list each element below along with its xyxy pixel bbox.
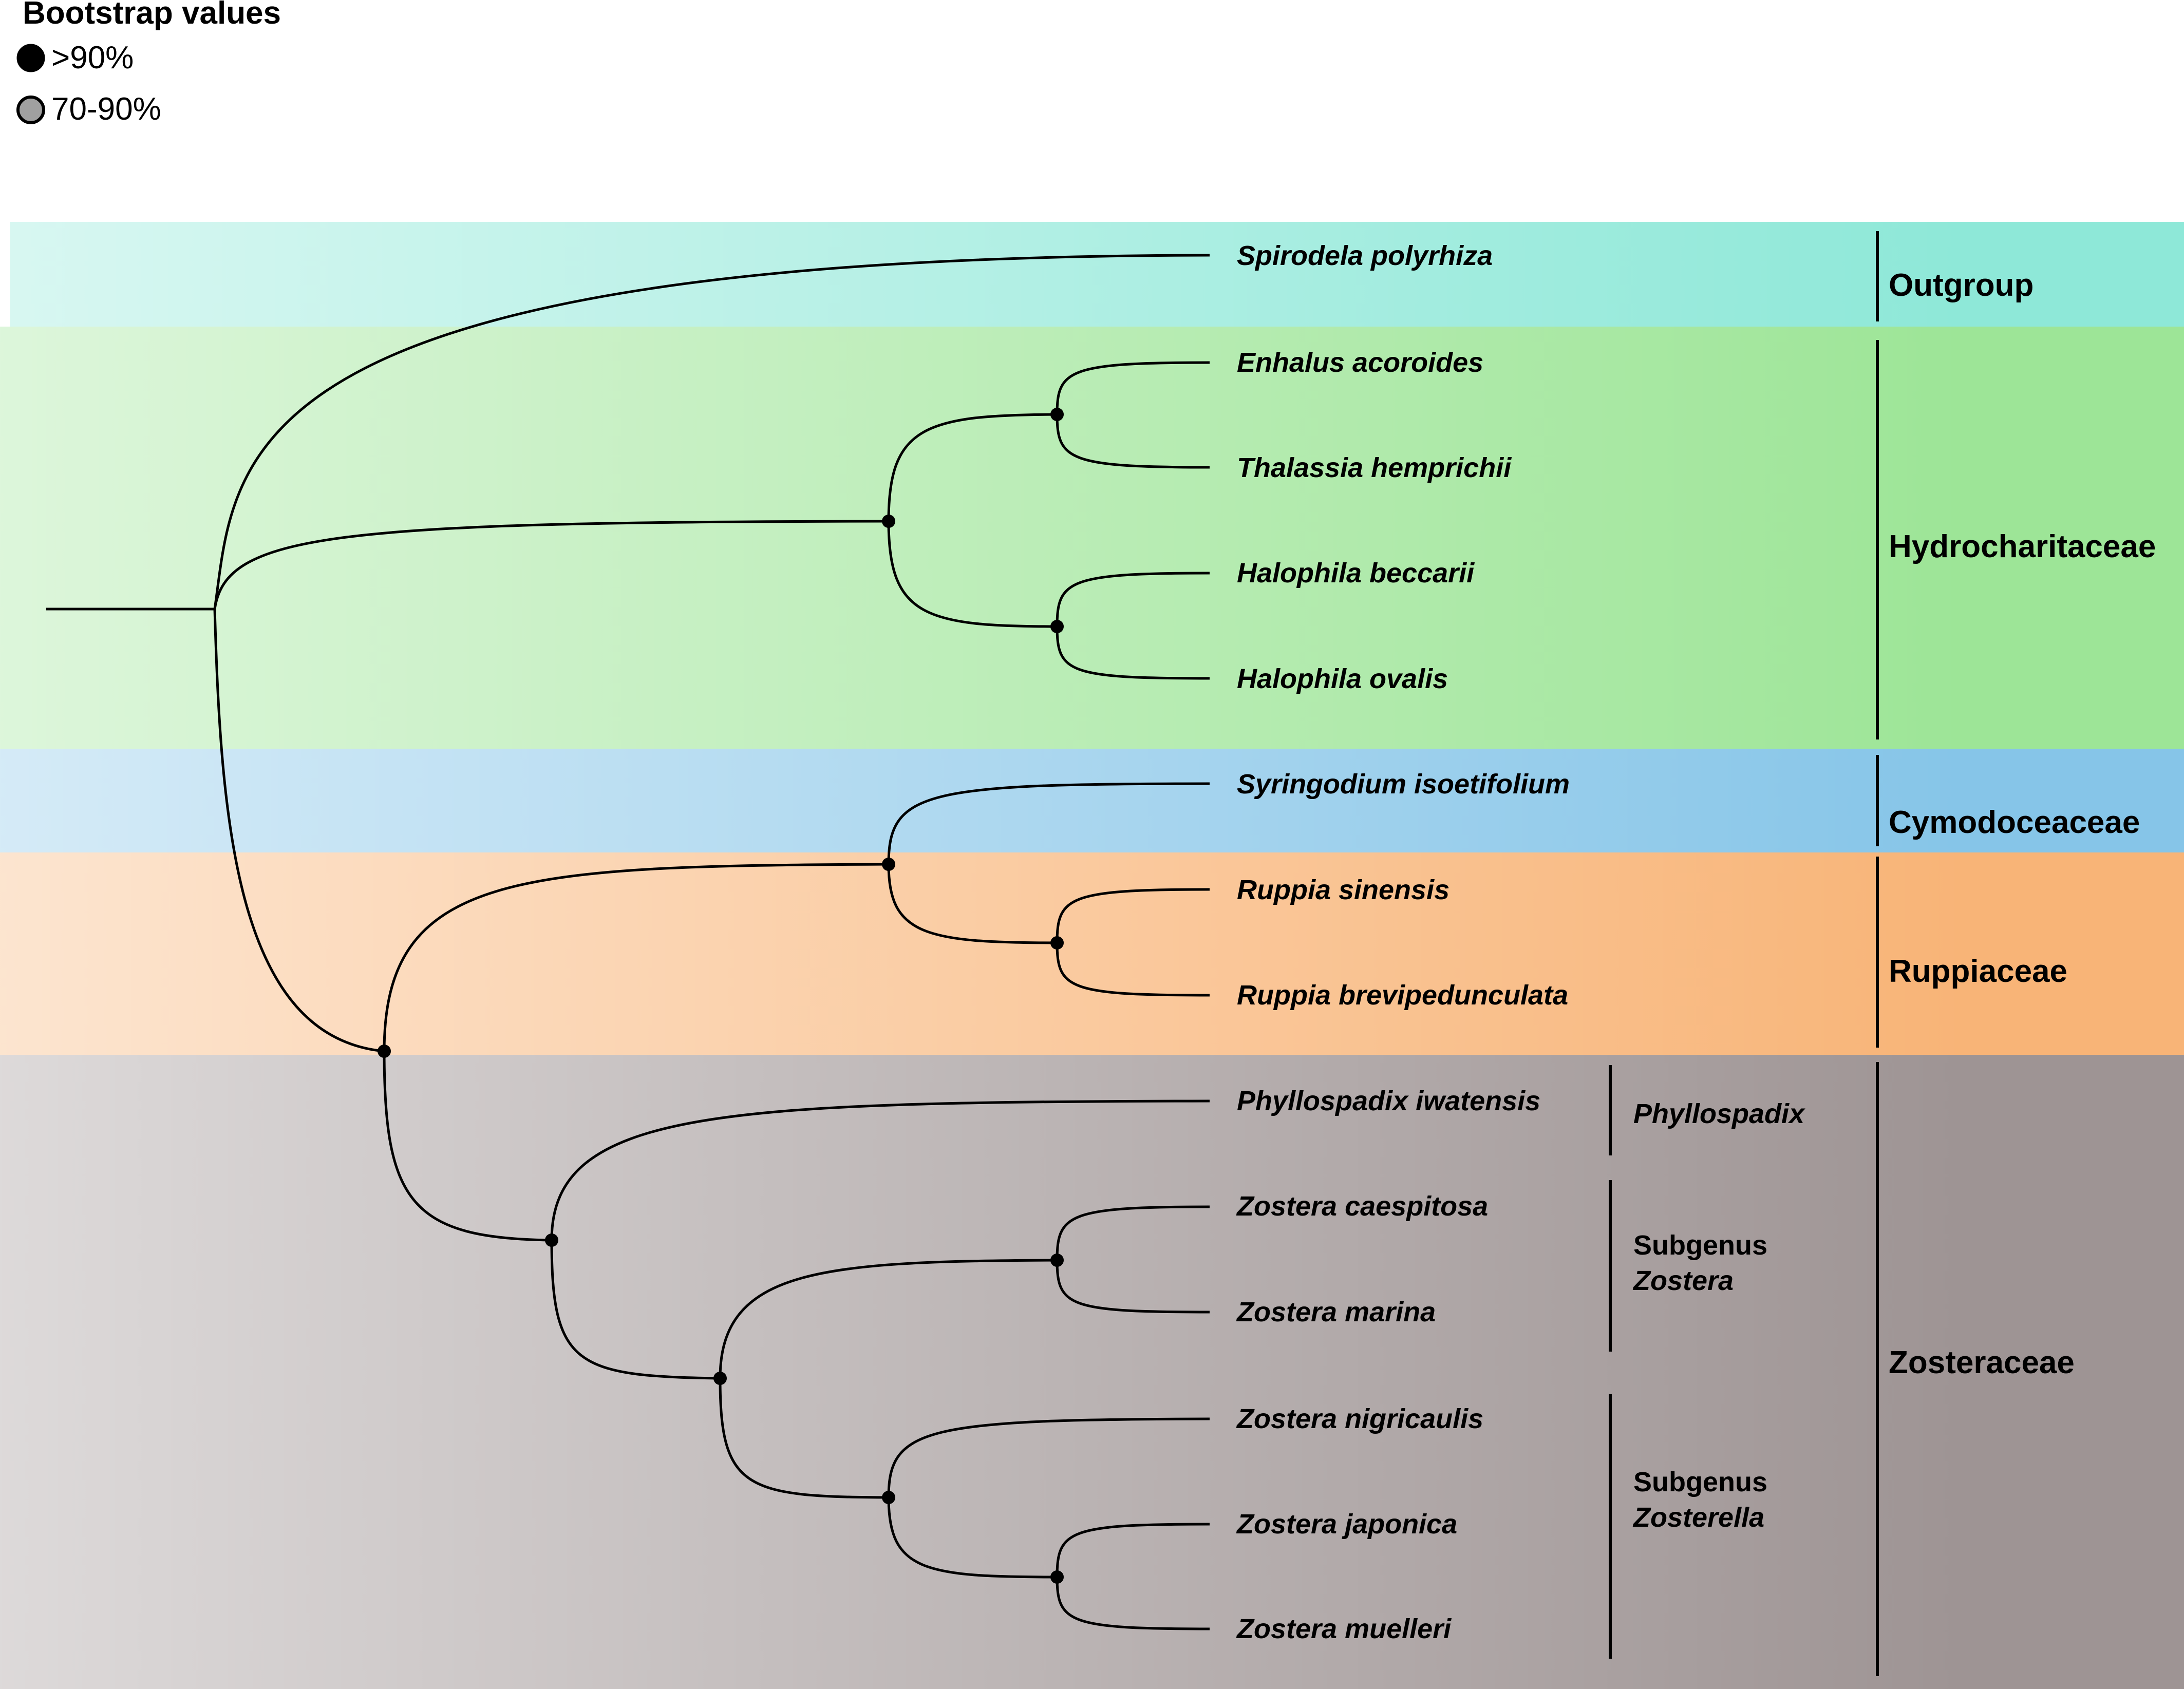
family-label-cymodoceaceae: Cymodoceaceae bbox=[1889, 805, 2140, 840]
legend-grey-dot-icon bbox=[16, 96, 45, 124]
taxon-label: Zostera muelleri bbox=[1236, 1614, 1452, 1644]
node-dot-icon bbox=[378, 1045, 391, 1058]
node-dot-icon bbox=[1050, 408, 1064, 421]
node-dot-icon bbox=[882, 1491, 895, 1504]
branch-enhalus bbox=[1056, 361, 1210, 415]
family-label-hydrocharitaceae: Hydrocharitaceae bbox=[1889, 529, 2156, 564]
taxon-label: Syringodium isoetifolium bbox=[1237, 769, 1570, 800]
branch-ruppia-sinensis bbox=[1056, 888, 1210, 943]
taxon-label: Ruppia brevipedunculata bbox=[1237, 980, 1568, 1011]
branch-zostera-muelleri bbox=[1056, 1577, 1210, 1630]
branch-zostera-caespitosa bbox=[1056, 1205, 1210, 1261]
branch-enhalus-thalassia bbox=[887, 413, 1058, 522]
taxon-label: Halophila beccarii bbox=[1237, 558, 1475, 589]
node-dot-icon bbox=[1050, 1570, 1064, 1584]
node-dot-icon bbox=[545, 1233, 558, 1247]
branch-syringodium bbox=[887, 782, 1210, 865]
subgroup-brackets: Phyllospadix Subgenus Zostera Subgenus Z… bbox=[1609, 1065, 1805, 1659]
taxon-labels: Spirodela polyrhiza Enhalus acoroides Th… bbox=[1236, 240, 1570, 1644]
branch-hydrocharitaceae bbox=[213, 520, 889, 610]
subgroup-label-phyllospadix: Phyllospadix bbox=[1633, 1098, 1805, 1129]
node-dot-icon bbox=[1050, 1254, 1064, 1267]
branch-zostera-japonica bbox=[1056, 1523, 1210, 1578]
taxon-label: Ruppia sinensis bbox=[1237, 875, 1449, 905]
support-nodes bbox=[378, 408, 1064, 1584]
branch-zostera-marina bbox=[1056, 1260, 1210, 1314]
taxon-label: Zostera marina bbox=[1236, 1297, 1436, 1327]
subgroup-label-zostera-line1: Subgenus bbox=[1633, 1230, 1767, 1261]
taxon-label: Zostera caespitosa bbox=[1236, 1191, 1488, 1222]
taxon-label: Enhalus acoroides bbox=[1237, 347, 1483, 378]
legend-black-dot-icon bbox=[16, 44, 45, 72]
subgroup-label-zosterella-line1: Subgenus bbox=[1633, 1467, 1767, 1497]
branch-halophila bbox=[887, 521, 1058, 628]
branch-ruppia-brevipedunculata bbox=[1056, 942, 1210, 997]
branch-japonica-muelleri bbox=[887, 1497, 1058, 1579]
node-dot-icon bbox=[882, 858, 895, 871]
branch-thalassia bbox=[1056, 414, 1210, 469]
taxon-label: Spirodela polyrhiza bbox=[1237, 240, 1493, 271]
branch-ruppia bbox=[887, 864, 1058, 944]
branch-cymo-ruppia bbox=[383, 863, 889, 1052]
branch-zostera-nigricaulis bbox=[887, 1417, 1210, 1498]
family-brackets: Outgroup Hydrocharitaceae Cymodoceaceae … bbox=[1876, 231, 2156, 1676]
legend-title: Bootstrap values bbox=[23, 0, 281, 31]
taxon-label: Phyllospadix iwatensis bbox=[1237, 1086, 1540, 1116]
subgroup-label-zosterella-line2: Zosterella bbox=[1632, 1502, 1764, 1533]
branch-seagrass-clade bbox=[213, 609, 385, 1053]
bootstrap-legend: Bootstrap values >90% 70-90% bbox=[16, 0, 281, 127]
branch-subgenus-zosterella bbox=[719, 1378, 889, 1499]
family-bands bbox=[0, 222, 2184, 1689]
branch-phyllospadix bbox=[550, 1099, 1210, 1241]
node-dot-icon bbox=[882, 515, 895, 528]
taxon-label: Thalassia hemprichii bbox=[1237, 452, 1512, 483]
family-label-ruppiaceae: Ruppiaceae bbox=[1889, 954, 2067, 989]
taxon-label: Halophila ovalis bbox=[1237, 663, 1448, 694]
node-dot-icon bbox=[1050, 620, 1064, 633]
taxon-label: Zostera nigricaulis bbox=[1236, 1403, 1483, 1434]
tree-branches bbox=[46, 254, 1210, 1630]
branch-halophila-ovalis bbox=[1056, 626, 1210, 680]
legend-label-high: >90% bbox=[51, 40, 134, 75]
subgroup-label-zostera-line2: Zostera bbox=[1632, 1265, 1734, 1296]
family-label-outgroup: Outgroup bbox=[1889, 268, 2034, 303]
branch-subgenus-zostera bbox=[719, 1259, 1058, 1379]
taxon-label: Zostera japonica bbox=[1236, 1509, 1457, 1540]
branch-spirodela bbox=[213, 254, 1210, 610]
family-label-zosteraceae: Zosteraceae bbox=[1889, 1345, 2075, 1380]
legend-label-mid: 70-90% bbox=[51, 91, 161, 127]
branch-zosteraceae bbox=[383, 1051, 552, 1242]
node-dot-icon bbox=[1050, 936, 1064, 950]
branch-halophila-beccarii bbox=[1056, 572, 1210, 627]
branch-zostera bbox=[550, 1240, 721, 1380]
node-dot-icon bbox=[713, 1372, 727, 1385]
